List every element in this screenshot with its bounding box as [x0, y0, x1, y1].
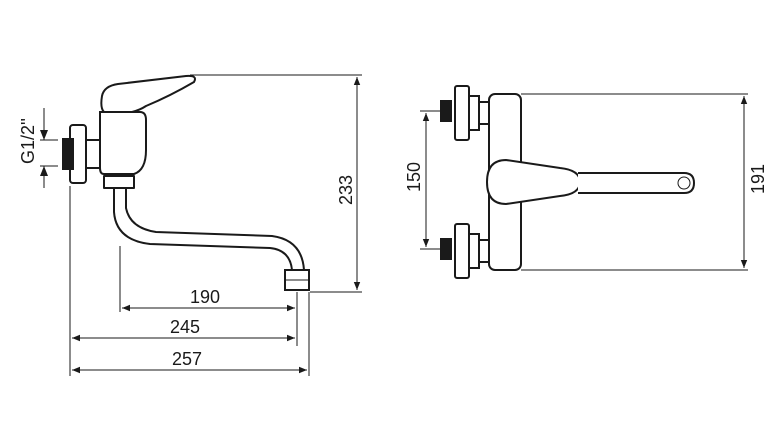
spout: [113, 187, 310, 291]
dim-191-label: 191: [748, 164, 768, 194]
wall-connector: [62, 124, 101, 184]
dim-245-label: 245: [170, 317, 200, 337]
height-label: 233: [336, 175, 356, 205]
lever-top: [485, 158, 582, 206]
dimension-245: 245: [72, 317, 295, 342]
height-dimension: 233: [190, 74, 362, 293]
dimension-191: 191: [521, 93, 768, 271]
dimension-190: 190: [122, 287, 295, 312]
thread-dimension: G1/2'': [18, 108, 58, 188]
dim-190-label: 190: [190, 287, 220, 307]
dim-150-label: 150: [404, 162, 424, 192]
thread-label: G1/2'': [18, 118, 38, 164]
lower-connector: [440, 223, 490, 279]
dimension-150: 150: [404, 110, 440, 250]
lever-handle: [100, 74, 196, 113]
spout-top: [578, 172, 696, 194]
faucet-body: [99, 111, 147, 189]
dim-257-label: 257: [172, 349, 202, 369]
dimension-257: 257: [72, 349, 307, 374]
upper-connector: [440, 85, 490, 141]
top-view: 150 191: [404, 85, 768, 279]
side-view: G1/2'' 233 190 245 257: [18, 74, 362, 376]
